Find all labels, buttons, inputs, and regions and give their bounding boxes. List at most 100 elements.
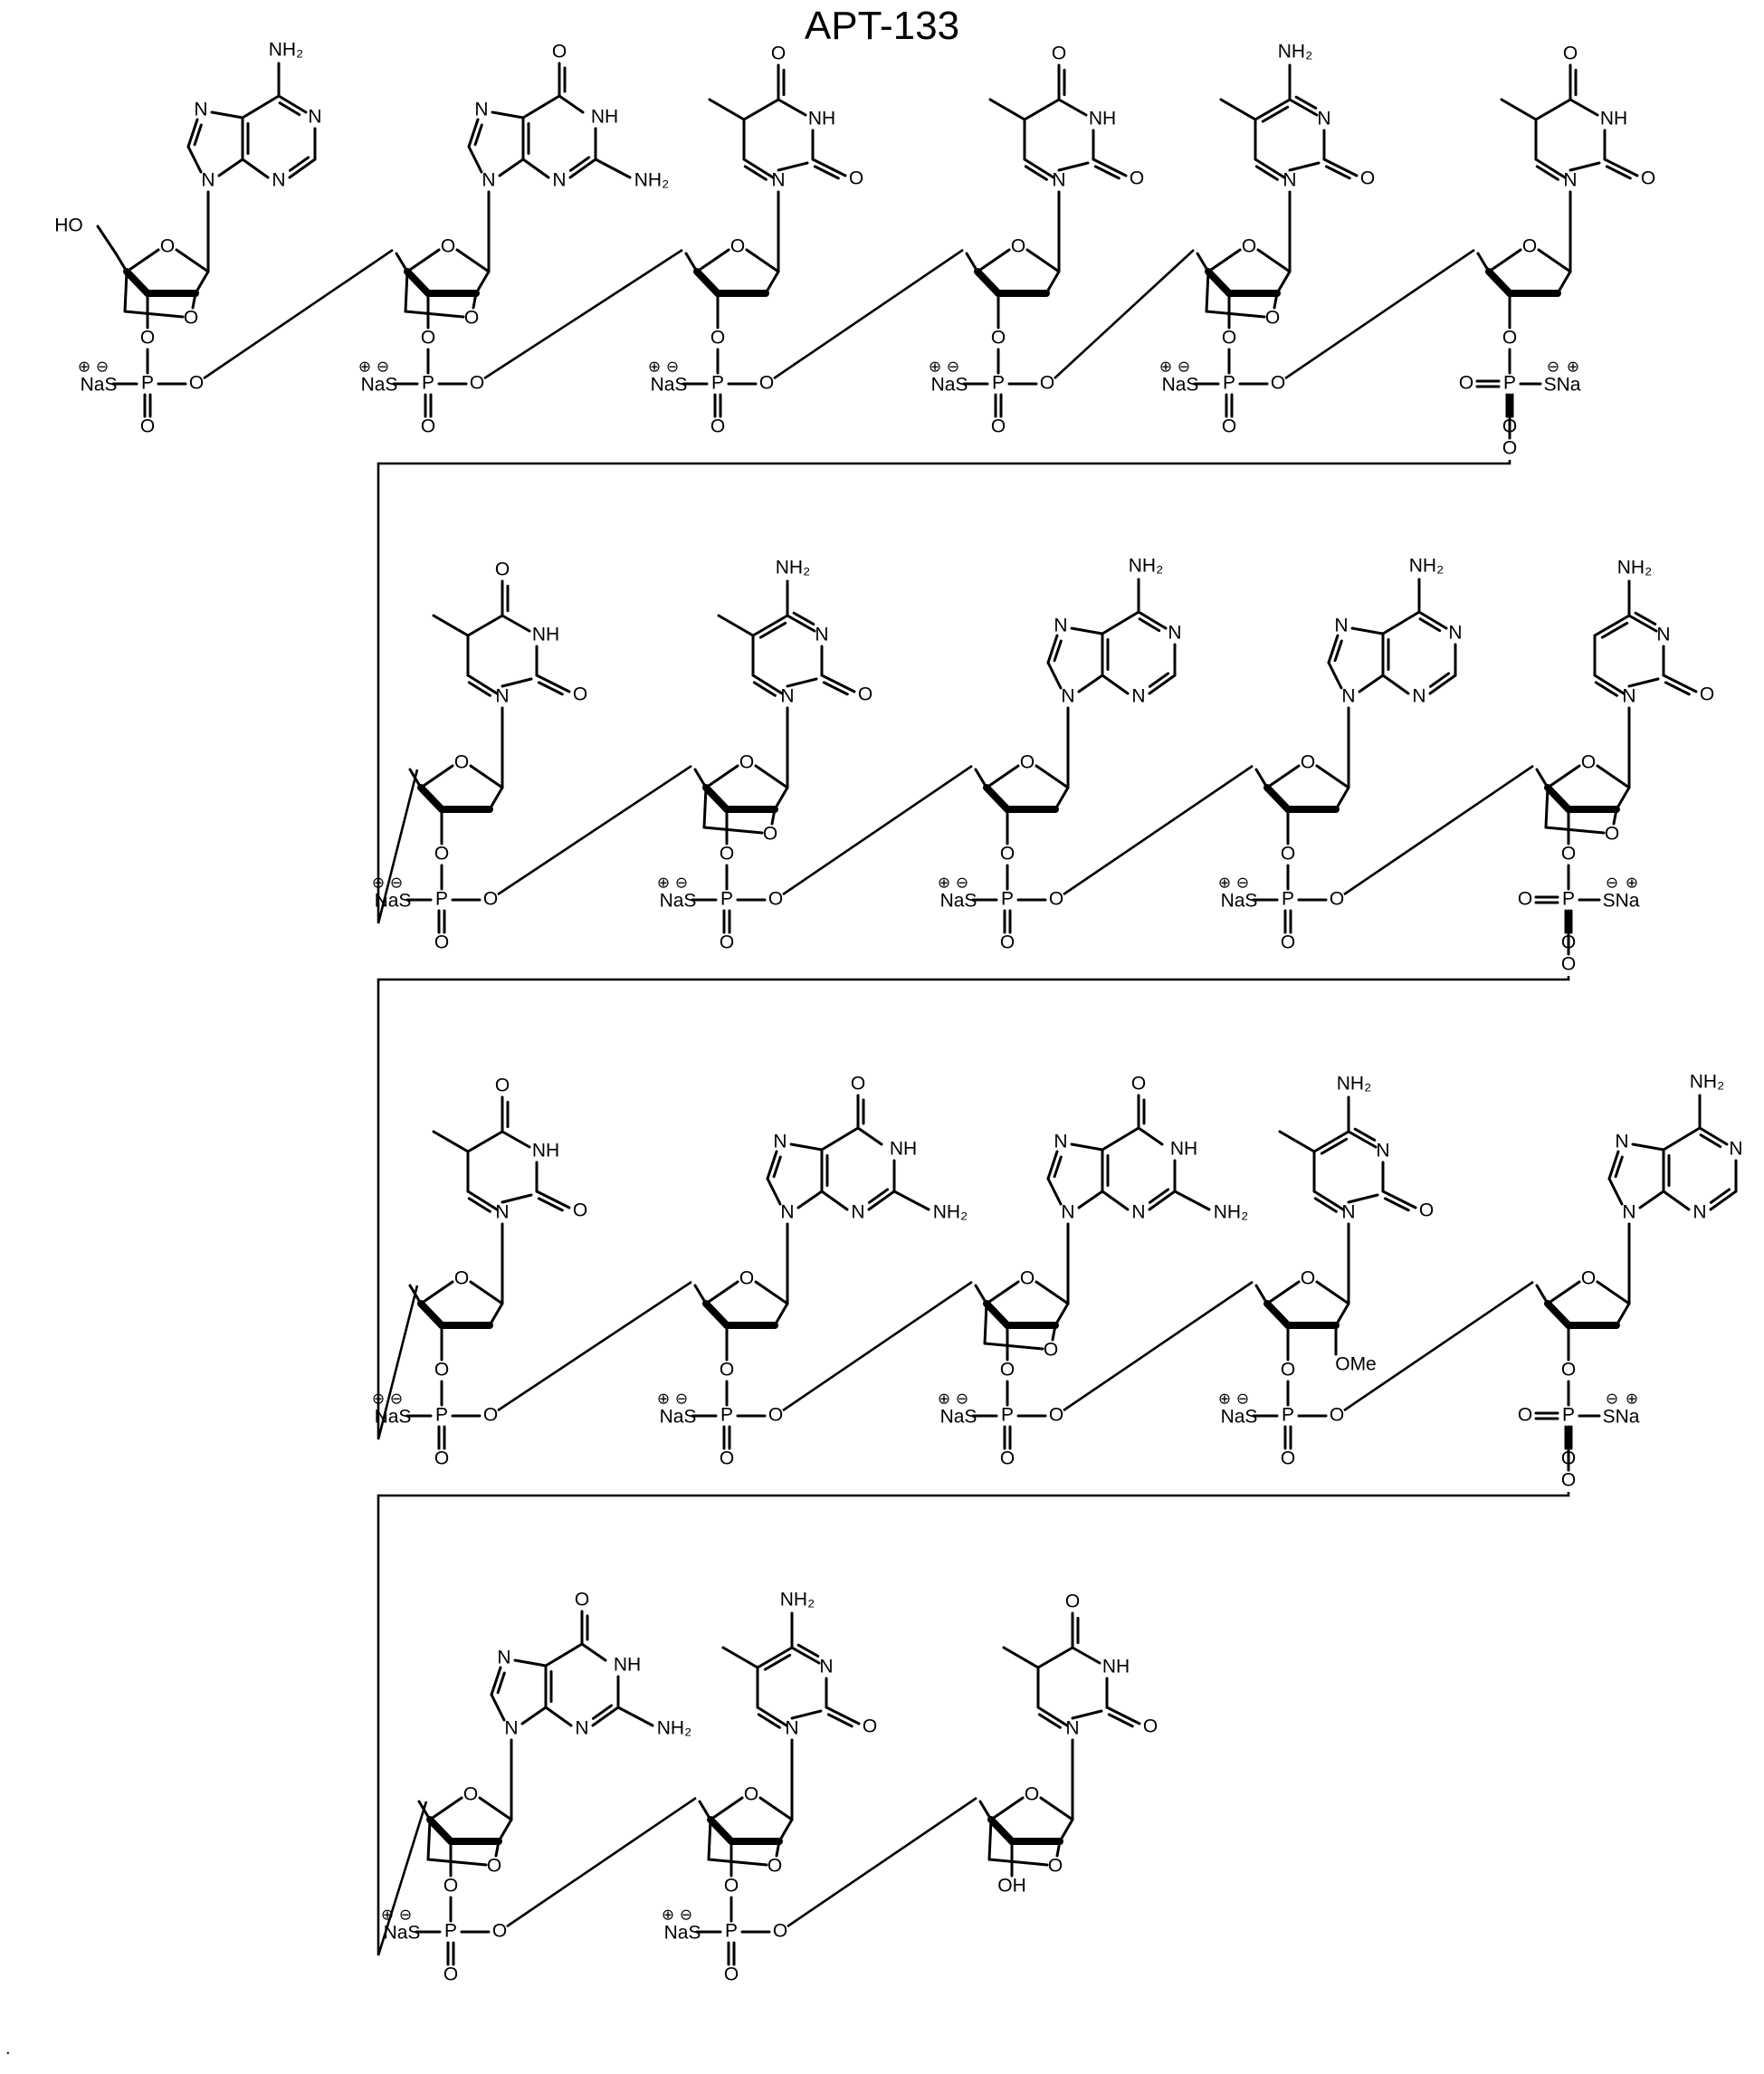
atom-label: ⊕ [1159,358,1172,375]
bond [471,766,502,788]
atom-label: ⊖ [956,1390,968,1407]
bond [1570,100,1597,115]
atom-label: N [552,170,566,191]
atom-label: O [1242,236,1256,257]
atom-label: NH₂ [1690,1072,1724,1093]
atom-label: O [1518,889,1532,910]
atom-label: O [487,1856,501,1877]
bond [695,1285,706,1304]
bond [1025,167,1046,179]
bond [1352,628,1383,634]
bond [1039,1715,1060,1727]
bond [719,616,753,636]
bond [1548,766,1579,788]
bold-bond [710,1820,731,1841]
bond [980,1802,991,1820]
bond [977,250,1009,272]
atom-label: NH₂ [634,170,669,191]
atom-label: P [720,889,733,910]
bond [967,253,977,272]
bond [212,112,243,118]
bond [1072,628,1102,634]
atom-label: O [1281,932,1295,953]
atom-label: N [497,1648,510,1668]
bond [1359,675,1383,692]
bond [1489,250,1521,272]
atom-label: P [1562,1405,1575,1426]
bond [1315,1199,1336,1211]
atom-label: N [1656,625,1670,645]
atom-label: N [194,100,207,120]
bond [1537,769,1548,788]
bond [502,1132,529,1147]
atom-label: NaS [660,1407,697,1428]
atom-label: O [495,1075,510,1096]
atom-label: NH₂ [1278,42,1312,62]
bond [1664,1128,1700,1150]
atom-label: O [1048,1856,1063,1877]
atom-label: O [573,684,587,705]
atom-label: O [1020,1268,1035,1289]
bold-bond [1548,1304,1569,1325]
bond [766,272,778,293]
bond [290,158,308,170]
bond [502,616,529,631]
bond [1256,1285,1267,1304]
bond [985,1343,1043,1349]
bond [760,1798,792,1820]
atom-label: N [1448,623,1462,644]
bold-bond [421,1304,442,1325]
bond [1537,167,1558,179]
bold-bond [430,1820,451,1841]
row-connector [378,1492,1569,1955]
bond [1197,253,1208,272]
atom-label: O [1052,43,1066,64]
atom-label: O [1330,1405,1344,1426]
bond [434,1132,468,1152]
bond [471,1282,502,1304]
atom-label: N [771,170,785,191]
atom-label: P [1503,373,1516,394]
atom-label: O [1000,1448,1015,1469]
atom-label: P [1001,889,1014,910]
atom-label: N [474,100,488,120]
atom-label: O [573,1200,587,1221]
bond [1633,1144,1664,1150]
bond [1073,1648,1100,1663]
atom-label: O [421,416,435,437]
atom-label: O [1271,373,1285,394]
bold-bond [697,272,718,293]
atom-label: ⊖ [956,874,968,891]
atom-label: O [1143,1716,1158,1737]
atom-label: O [1502,438,1517,459]
linker-bond [1054,250,1194,378]
bond [1546,788,1548,827]
atom-label: ⊕ [1218,1390,1231,1407]
atom-label: ⊖ [1236,874,1249,891]
atom-label: N [1563,170,1577,191]
nucleotide-1-4: ONONHOOPOONaS⊕⊖ [929,43,1144,437]
atom-label: O [851,1074,865,1094]
atom-label: O [730,236,745,257]
bond [1206,272,1208,311]
atom-label: N [575,1718,588,1739]
atom-label: N [201,170,215,191]
bond [280,103,300,115]
atom-label: NH₂ [1337,1074,1371,1094]
bond [480,1798,511,1820]
bond [1048,663,1061,688]
atom-label: NaS [361,375,398,396]
atom-label: ⊕ [1218,874,1231,891]
atom-label: N [1341,686,1355,707]
bond [582,1644,605,1660]
atom-label: O [1131,1074,1146,1094]
bond [1038,1648,1073,1668]
bond [243,96,279,118]
bond [469,147,482,172]
bond [858,1128,882,1144]
bond [195,272,208,293]
atom-label: O [1020,752,1035,773]
atom-label: NH [614,1655,641,1676]
atom-label: O [443,1964,458,1985]
bond [1079,675,1102,692]
